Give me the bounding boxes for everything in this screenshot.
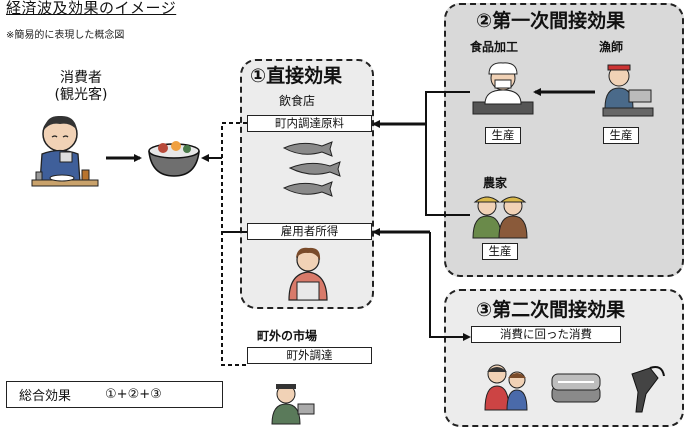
consumption-box: 消費に回った消費 <box>471 326 621 343</box>
page-title: 経済波及効果のイメージ <box>6 0 177 17</box>
food-processing-worker-icon <box>472 62 534 115</box>
outside-procurement-box: 町外調達 <box>247 347 372 364</box>
fisherman-icon <box>602 64 654 117</box>
rice-bowl-icon <box>148 141 200 177</box>
fisher-label: 漁師 <box>599 40 624 54</box>
local-procurement-box: 町内調達原料 <box>247 115 372 132</box>
farmer-label: 農家 <box>483 176 508 190</box>
direct-effect-title: ①直接効果 <box>250 65 343 87</box>
total-effect-summary: 総合効果 ①+②+③ <box>6 381 223 408</box>
consumer-label: 消費者 (観光客) <box>54 70 108 103</box>
production-box-food: 生産 <box>485 127 521 144</box>
food-processing-label: 食品加工 <box>470 40 519 54</box>
fuel-nozzle-icon <box>631 366 665 413</box>
second-indirect-title: ③第二次間接効果 <box>476 299 626 321</box>
farmers-icon <box>472 196 528 239</box>
family-icon <box>484 364 528 411</box>
first-indirect-title: ②第一次間接効果 <box>476 10 626 32</box>
production-box-fisher: 生産 <box>603 127 639 144</box>
food-package-icon <box>551 373 601 403</box>
employee-income-box: 雇用者所得 <box>247 223 372 240</box>
production-box-farmer: 生産 <box>482 243 518 260</box>
restaurant-worker-icon <box>288 247 328 301</box>
outside-fisher-icon <box>271 384 315 425</box>
total-effect-formula: ①+②+③ <box>105 387 162 402</box>
total-effect-label: 総合効果 <box>19 389 72 404</box>
tourist-eating-icon <box>31 115 99 187</box>
outside-market-label: 町外の市場 <box>257 329 318 343</box>
fish-icon <box>282 141 341 197</box>
note-text: ※簡易的に表現した概念図 <box>6 30 125 41</box>
restaurant-label: 飲食店 <box>279 94 316 108</box>
